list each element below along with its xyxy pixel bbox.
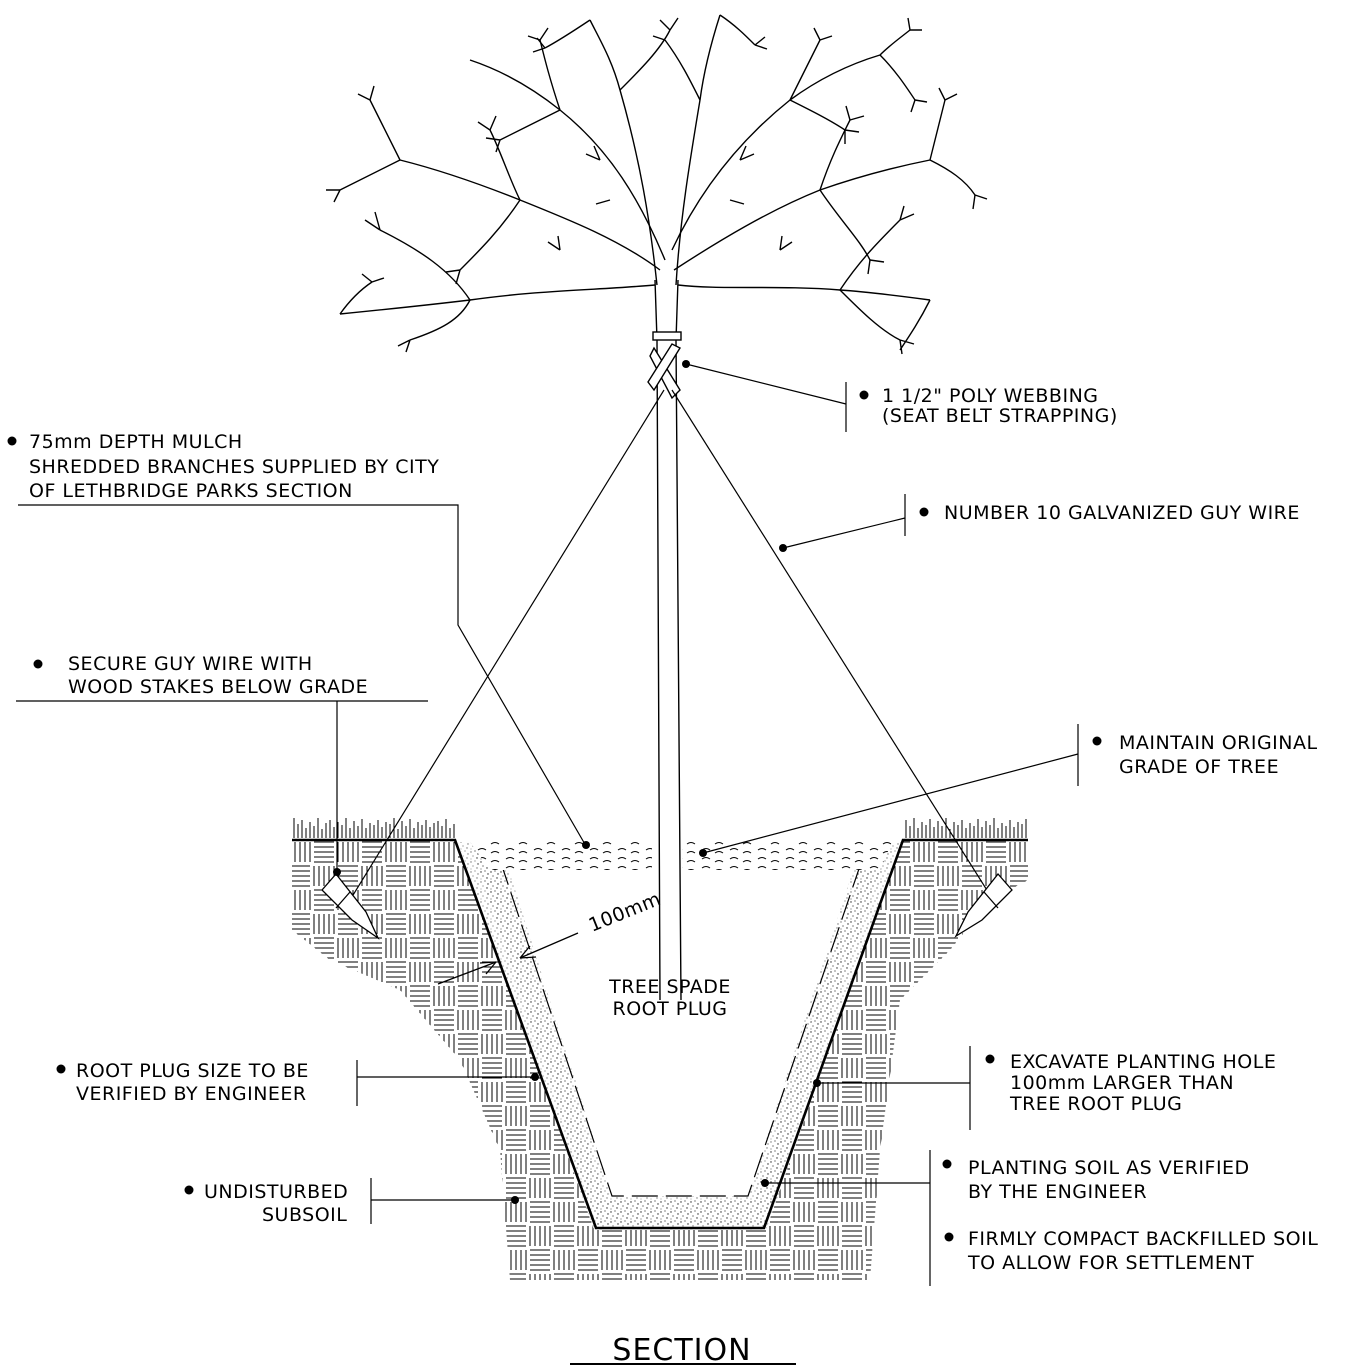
undisturbed-subsoil-hatch [292, 840, 1028, 1280]
callout-planting-soil: PLANTING SOIL AS VERIFIED BY THE ENGINEE… [942, 1157, 1250, 1203]
callout-excavate: EXCAVATE PLANTING HOLE 100mm LARGER THAN… [985, 1051, 1276, 1115]
callout-webbing-line2: (SEAT BELT STRAPPING) [882, 405, 1118, 427]
callout-compact-line1: FIRMLY COMPACT BACKFILLED SOIL [968, 1228, 1318, 1250]
guy-wire-left [349, 389, 665, 901]
callout-planting-soil-line2: BY THE ENGINEER [968, 1181, 1147, 1203]
mulch-layer [470, 842, 892, 870]
leader-lines [16, 363, 1079, 1286]
callout-guy-wire-line1: NUMBER 10 GALVANIZED GUY WIRE [944, 502, 1300, 524]
section-title: SECTION [612, 1333, 751, 1367]
wood-stake-left [321, 872, 380, 940]
callout-mulch: 75mm DEPTH MULCH SHREDDED BRANCHES SUPPL… [7, 431, 439, 502]
callout-guy-wire: NUMBER 10 GALVANIZED GUY WIRE [919, 502, 1300, 524]
callout-compact-line2: TO ALLOW FOR SETTLEMENT [967, 1252, 1254, 1274]
wood-stake-right [954, 872, 1013, 938]
callout-grade-line2: GRADE OF TREE [1119, 756, 1279, 778]
root-plug-dashed-outline [499, 859, 863, 1197]
callout-root-plug: ROOT PLUG SIZE TO BE VERIFIED BY ENGINEE… [56, 1060, 309, 1105]
grass-right [905, 818, 1027, 838]
callout-planting-soil-line1: PLANTING SOIL AS VERIFIED [968, 1157, 1250, 1179]
callout-root-plug-line1: ROOT PLUG SIZE TO BE [76, 1060, 309, 1082]
leader-dots [333, 360, 821, 1204]
callout-grade-line1: MAINTAIN ORIGINAL [1119, 732, 1318, 754]
callout-grade: MAINTAIN ORIGINAL GRADE OF TREE [1092, 732, 1318, 778]
callout-excavate-line2: 100mm LARGER THAN [1010, 1072, 1234, 1094]
callout-mulch-line3: OF LETHBRIDGE PARKS SECTION [29, 480, 353, 502]
tree-canopy [326, 14, 988, 355]
guy-wire-right [671, 389, 991, 896]
excavation-edge [292, 838, 1028, 1230]
callout-stakes-line1: SECURE GUY WIRE WITH [68, 653, 313, 675]
callout-mulch-line2: SHREDDED BRANCHES SUPPLIED BY CITY [29, 456, 439, 478]
grass-left [293, 818, 455, 838]
callout-subsoil-line2: SUBSOIL [262, 1204, 347, 1226]
callout-subsoil-line1: UNDISTURBED [204, 1181, 348, 1203]
callout-stakes: SECURE GUY WIRE WITH WOOD STAKES BELOW G… [33, 653, 368, 698]
callout-mulch-line1: 75mm DEPTH MULCH [29, 431, 243, 453]
callout-webbing-line1: 1 1/2" POLY WEBBING [882, 385, 1099, 407]
callout-excavate-line1: EXCAVATE PLANTING HOLE [1010, 1051, 1276, 1073]
callout-excavate-line3: TREE ROOT PLUG [1009, 1093, 1182, 1115]
callout-compact: FIRMLY COMPACT BACKFILLED SOIL TO ALLOW … [944, 1228, 1318, 1274]
callout-root-plug-line2: VERIFIED BY ENGINEER [76, 1083, 307, 1105]
callout-stakes-line2: WOOD STAKES BELOW GRADE [68, 676, 368, 698]
callout-webbing: 1 1/2" POLY WEBBING (SEAT BELT STRAPPING… [859, 385, 1118, 427]
root-plug [500, 842, 862, 1196]
dimension-100mm [437, 932, 579, 985]
poly-webbing-strap [647, 331, 682, 400]
plug-label-line2: ROOT PLUG [613, 998, 728, 1020]
planting-soil-backfill [458, 842, 902, 1230]
plug-label-line1: TREE SPADE [608, 976, 731, 998]
callout-subsoil: UNDISTURBED SUBSOIL [184, 1181, 348, 1226]
